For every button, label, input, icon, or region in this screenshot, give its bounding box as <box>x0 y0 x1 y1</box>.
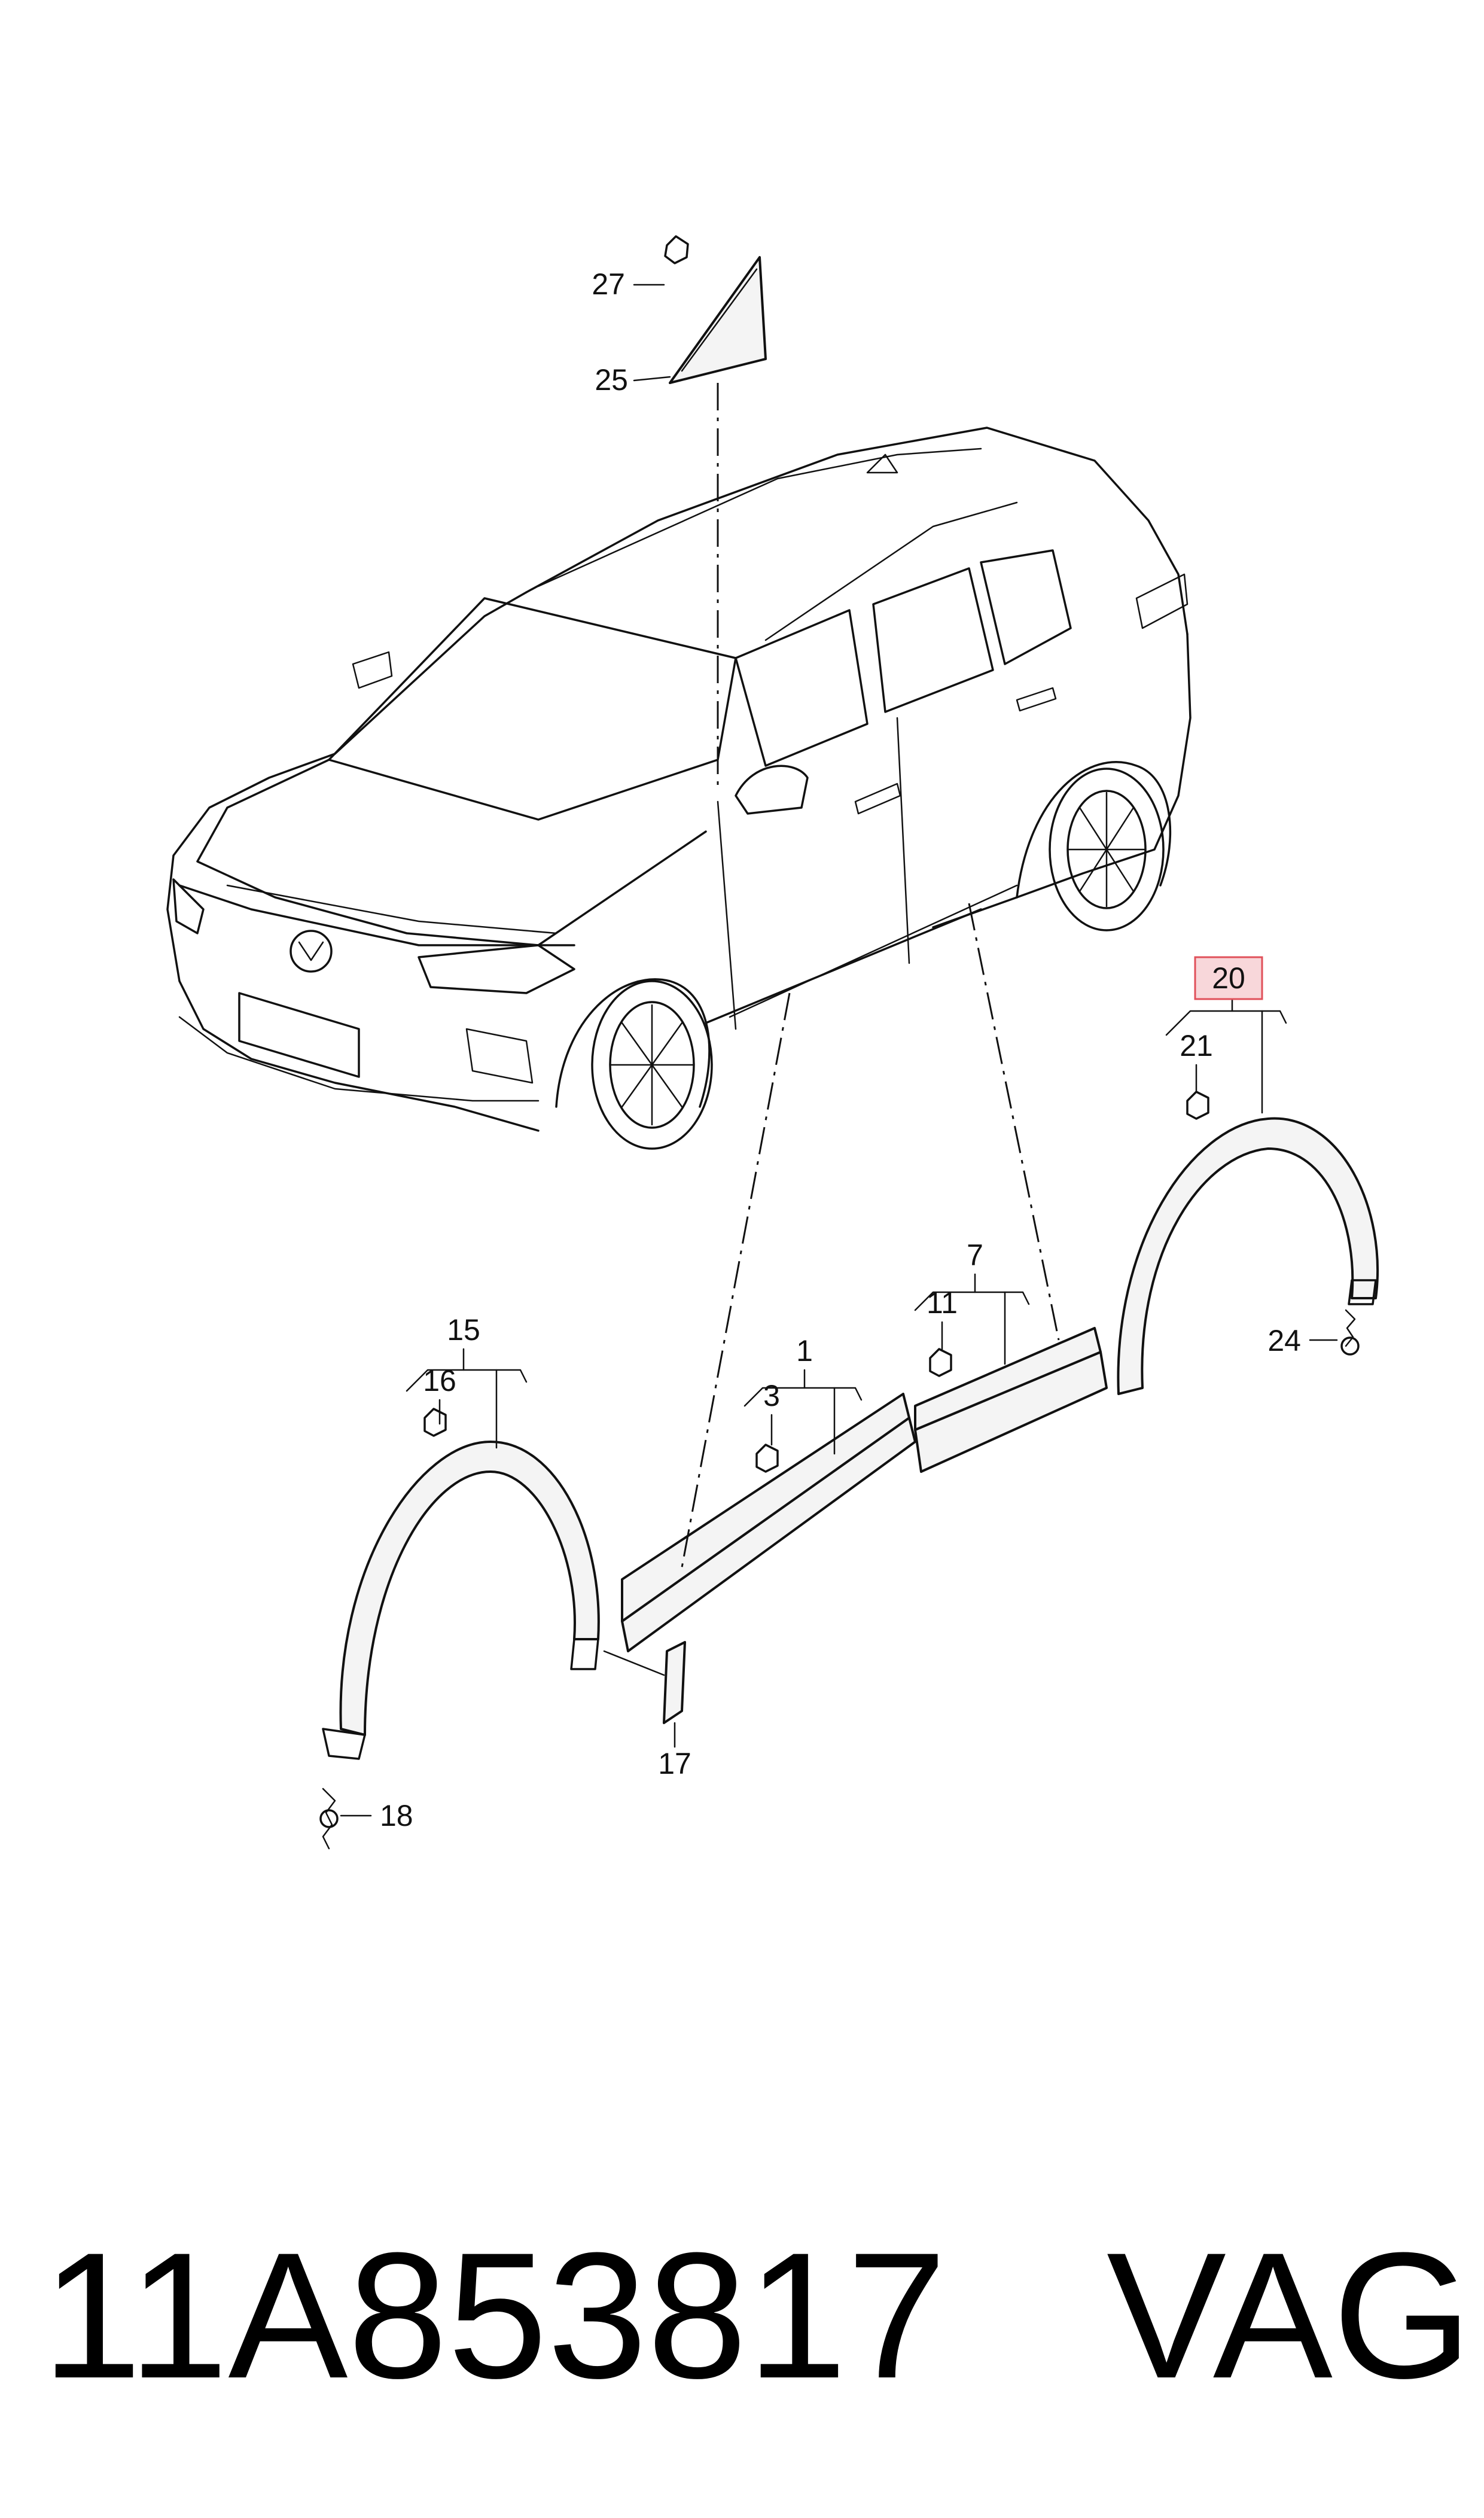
callout-21[interactable]: 21 <box>1180 1029 1213 1062</box>
brand-name: VAG <box>1107 2215 1473 2416</box>
callout-3[interactable]: 3 <box>763 1379 780 1412</box>
callout-20[interactable]: 20 <box>1212 961 1245 995</box>
corner-trim-part-25 <box>633 235 767 790</box>
wheel-arch-part-15 <box>319 1348 600 1850</box>
vehicle-illustration <box>166 427 1192 1150</box>
footer-caption: 11A853817 VAG <box>0 2208 1484 2423</box>
wheel-arch-part-20 <box>1117 995 1379 1395</box>
callout-27[interactable]: 27 <box>592 267 625 301</box>
callout-16[interactable]: 16 <box>423 1364 456 1397</box>
callout-15[interactable]: 15 <box>447 1313 480 1347</box>
callout-24[interactable]: 24 <box>1267 1324 1301 1357</box>
callout-11[interactable]: 11 <box>927 1286 958 1320</box>
highlighted-callout-box[interactable] <box>1194 956 1263 1000</box>
sill-moulding-part-1 <box>621 992 916 1652</box>
callout-7[interactable]: 7 <box>967 1238 983 1272</box>
callout-17[interactable]: 17 <box>658 1747 691 1780</box>
callout-25[interactable]: 25 <box>595 363 628 397</box>
callout-1[interactable]: 1 <box>796 1334 813 1368</box>
sill-moulding-part-7 <box>914 903 1108 1473</box>
trim-piece-part-17 <box>603 1641 686 1748</box>
callout-18[interactable]: 18 <box>380 1799 413 1832</box>
part-number: 11A853817 <box>42 2215 947 2416</box>
